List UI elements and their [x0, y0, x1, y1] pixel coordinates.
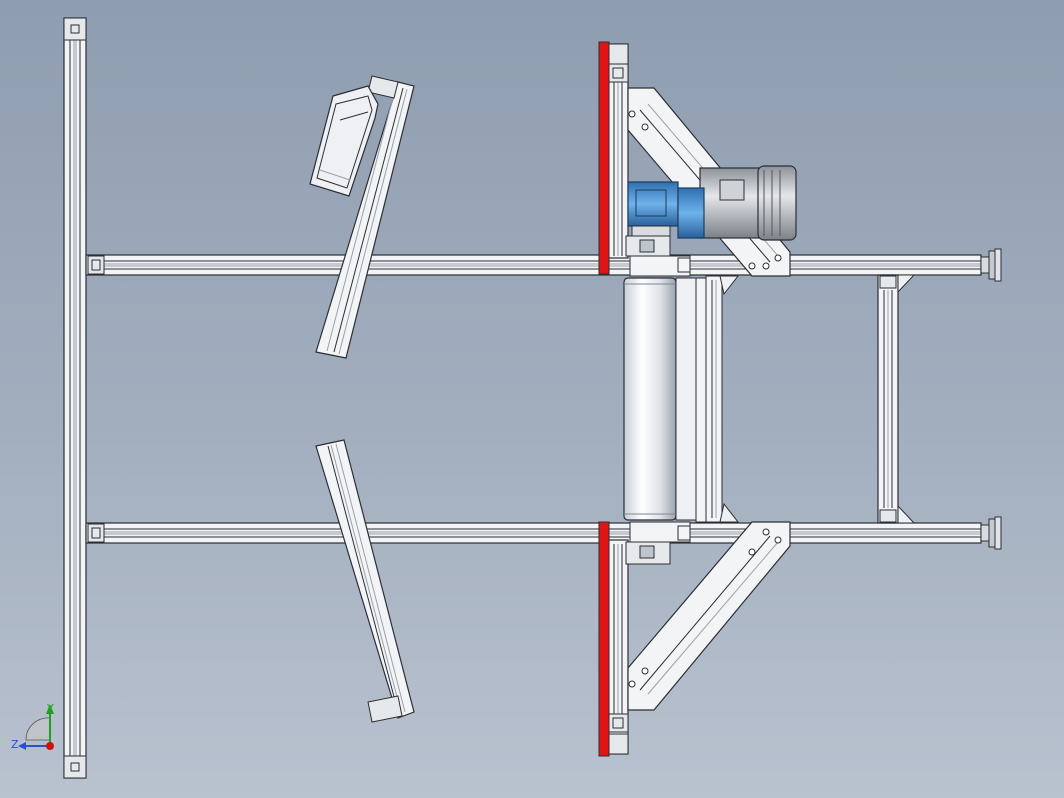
roller-frame-upper-vertical[interactable]	[607, 43, 629, 259]
roller-frame-lower-vertical[interactable]	[607, 539, 629, 755]
belt-support-rails[interactable]	[675, 275, 740, 523]
left-vertical-profile[interactable]	[63, 17, 87, 779]
upper-horizontal-rail[interactable]	[85, 254, 982, 276]
drive-motor[interactable]	[699, 165, 797, 241]
axis-triad-icon: Y Z	[11, 702, 54, 751]
upper-leveling-foot[interactable]	[980, 248, 1002, 282]
axis-y-arrow	[46, 704, 54, 714]
axis-z-label: Z	[11, 738, 19, 751]
lower-leveling-foot[interactable]	[980, 516, 1002, 550]
gearbox[interactable]	[627, 181, 705, 239]
lower-diagonal-brace[interactable]	[627, 521, 791, 711]
lower-angled-arm[interactable]	[315, 439, 415, 723]
drive-roller[interactable]	[623, 277, 677, 521]
axis-y-label: Y	[46, 702, 54, 715]
upper-arm-bracket-plate[interactable]	[309, 85, 379, 197]
upper-red-guard-strip	[598, 41, 610, 275]
lower-red-guard-strip	[598, 521, 610, 757]
right-cross-member[interactable]	[877, 274, 916, 524]
lower-bearing-block[interactable]	[625, 521, 691, 565]
upper-bearing-block[interactable]	[625, 235, 691, 277]
upper-angled-arm[interactable]	[315, 75, 415, 359]
axis-z-arrow	[18, 742, 26, 750]
axis-origin	[46, 742, 54, 750]
lower-horizontal-rail[interactable]	[85, 522, 982, 544]
